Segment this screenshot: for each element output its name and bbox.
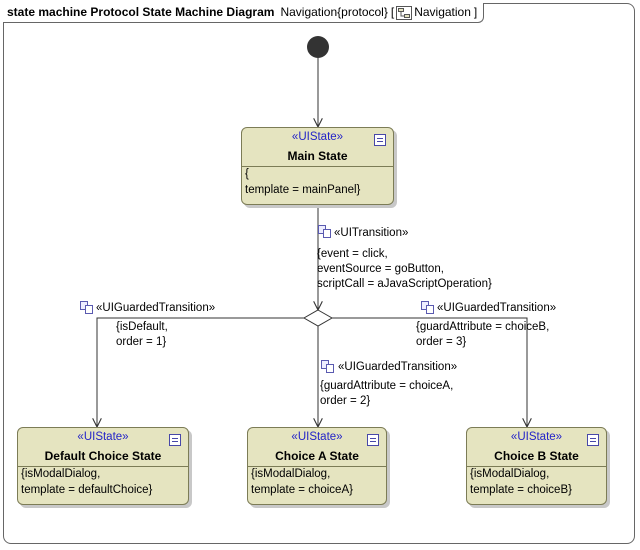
transition-stereotype-icon [421, 301, 435, 315]
diagram-kind: state machine [7, 5, 88, 19]
state-stereotype: «UIState» [77, 431, 129, 443]
initial-pseudostate[interactable] [307, 36, 329, 58]
context-element: Navigation [414, 5, 471, 19]
note-icon[interactable] [587, 434, 599, 446]
state-stereotype: «UIState» [291, 431, 343, 443]
state-choice-a[interactable]: «UIState» Choice A State {isModalDialog,… [247, 427, 387, 505]
transition-to-default-choice[interactable] [97, 317, 304, 427]
transition-property: {guardAttribute = choiceA, [320, 380, 454, 392]
transition-to-choice-b[interactable] [332, 317, 527, 427]
state-tagged-value: template = defaultChoice} [21, 484, 153, 496]
note-icon[interactable] [367, 434, 379, 446]
transition-property: scriptCall = aJavaScriptOperation} [317, 278, 492, 290]
transition-stereotype: «UITransition» [334, 227, 409, 239]
state-tagged-value: template = choiceB} [470, 484, 572, 496]
state-main[interactable]: «UIState» Main State { template = mainPa… [241, 127, 394, 205]
state-stereotype: «UIState» [291, 131, 344, 143]
context-bracket-open: [ [390, 5, 395, 19]
state-tagged-value: {isModalDialog, [470, 468, 550, 480]
transition-stereotype: «UIGuardedTransition» [96, 302, 216, 314]
transition-property: {event = click, [317, 248, 388, 260]
state-tagged-value: {isModalDialog, [251, 468, 331, 480]
transition-stereotype: «UIGuardedTransition» [338, 361, 458, 373]
state-tagged-value: template = mainPanel} [245, 184, 361, 196]
state-name: Choice A State [275, 449, 359, 463]
state-stereotype: «UIState» [510, 431, 563, 443]
state-compartment-divider [467, 466, 606, 467]
transition-property: order = 3} [416, 336, 467, 348]
state-default-choice[interactable]: «UIState» Default Choice State {isModalD… [17, 427, 189, 505]
state-tagged-value: { [245, 168, 249, 180]
state-compartment-divider [242, 166, 393, 167]
state-compartment-divider [18, 466, 188, 467]
state-tagged-value: {isModalDialog, [21, 468, 101, 480]
diagram-name: Protocol State Machine Diagram [90, 5, 275, 19]
state-tagged-value: template = choiceA} [251, 484, 353, 496]
transition-property: eventSource = goButton, [317, 263, 444, 275]
note-icon[interactable] [374, 134, 386, 146]
state-compartment-divider [248, 466, 386, 467]
transition-stereotype: «UIGuardedTransition» [437, 302, 557, 314]
state-name: Default Choice State [44, 449, 162, 463]
transition-property: {guardAttribute = choiceB, [416, 321, 550, 333]
context-bracket-close: ] [473, 5, 478, 19]
transition-stereotype-icon [318, 225, 332, 239]
diagram-context: Navigation{protocol} [280, 5, 388, 19]
state-machine-icon [396, 5, 413, 20]
transition-stereotype-icon [80, 301, 94, 315]
transition-stereotype-icon [321, 360, 335, 374]
note-icon[interactable] [169, 434, 181, 446]
state-choice-b[interactable]: «UIState» Choice B State {isModalDialog,… [466, 427, 607, 505]
transition-property: {isDefault, [116, 321, 168, 333]
transition-property: order = 2} [320, 395, 371, 407]
state-name: Choice B State [494, 449, 579, 463]
state-name: Main State [287, 149, 348, 163]
transition-property: order = 1} [116, 336, 167, 348]
diagram-header: state machine Protocol State Machine Dia… [3, 3, 485, 23]
